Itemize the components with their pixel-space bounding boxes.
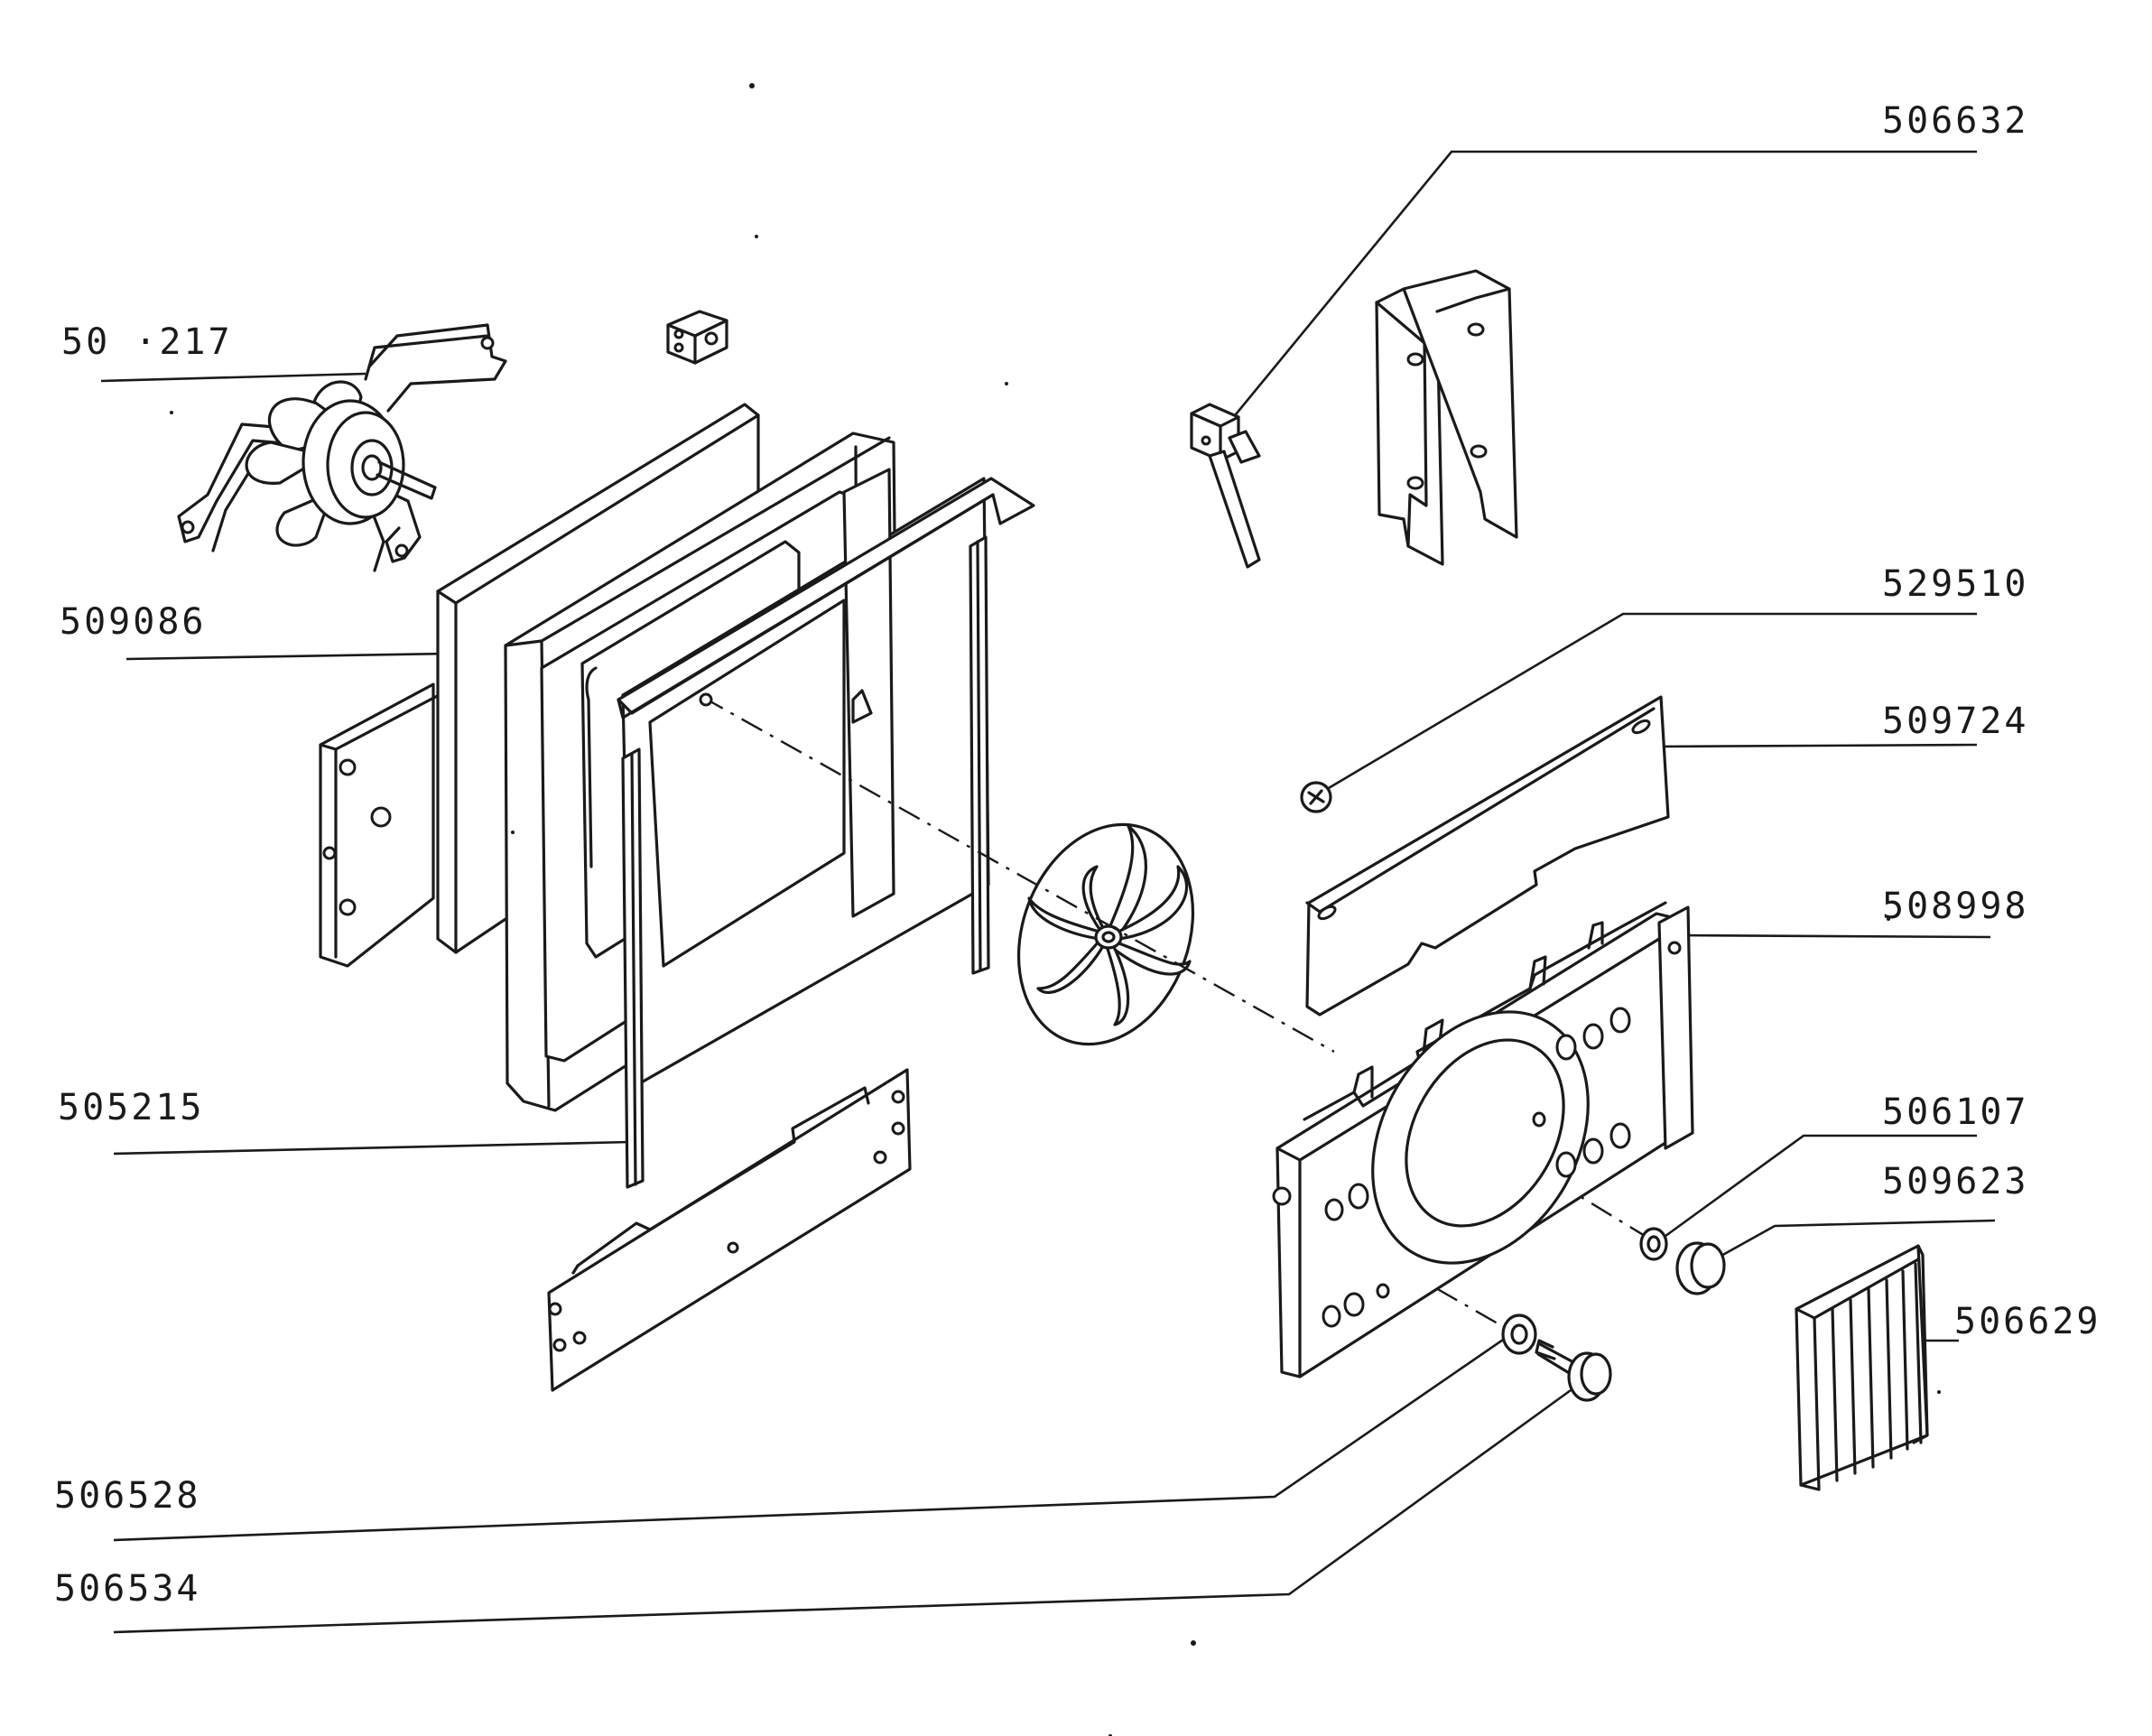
label-506107: 506107 [1882,1091,2029,1133]
leader-508998 [1669,933,1991,939]
leader-506528 [113,1336,1507,1542]
screw-506534 [1535,1339,1612,1402]
left-side-panel [319,682,444,968]
microswitch-506632 [1190,403,1261,569]
label-509086: 509086 [60,601,207,643]
leader-506107 [1651,1134,1977,1248]
leader-505215 [113,1140,631,1156]
vertical-strip-right [969,535,990,975]
label-506528: 506528 [54,1475,201,1517]
label-509724: 509724 [1882,701,2029,742]
washer-506528 [1501,1314,1537,1355]
vertical-bracket [1375,269,1518,566]
label-505217: 50 ·217 [61,321,233,363]
leader-509724 [1651,743,1978,748]
leader-505217 [100,372,366,383]
fan-impeller [1016,822,1195,1046]
vertical-strip-505215 [621,747,645,1189]
lamp-cap-509623 [1675,1241,1726,1295]
deflector-plate-509724 [1305,695,1670,1017]
label-505215: 505215 [58,1087,205,1128]
leader-506534 [113,1388,1572,1634]
label-506534: 506534 [54,1568,201,1610]
part-labels: 506632 50 ·217 509086 529510 509724 5089… [54,100,2101,1610]
label-506629: 506629 [1954,1301,2101,1342]
label-506632: 506632 [1882,100,2029,142]
leader-509623 [1719,1219,1996,1258]
grille-506629 [1795,1244,1929,1491]
label-508998: 508998 [1882,886,2029,927]
leader-506632 [1226,150,1977,425]
label-509623: 509623 [1882,1161,2029,1202]
fan-motor-505217 [177,323,507,572]
washer-506107 [1639,1227,1668,1261]
label-529510: 529510 [1882,563,2029,605]
bottom-rail [547,1068,912,1392]
centre-line-fan [701,695,1335,1054]
terminal-block [666,310,728,365]
washer-529510 [1300,781,1332,813]
top-rail [617,477,1035,719]
back-plate-508998 [1272,901,1694,1379]
cavity-back [621,468,990,1090]
leader-529510 [1317,612,1977,796]
